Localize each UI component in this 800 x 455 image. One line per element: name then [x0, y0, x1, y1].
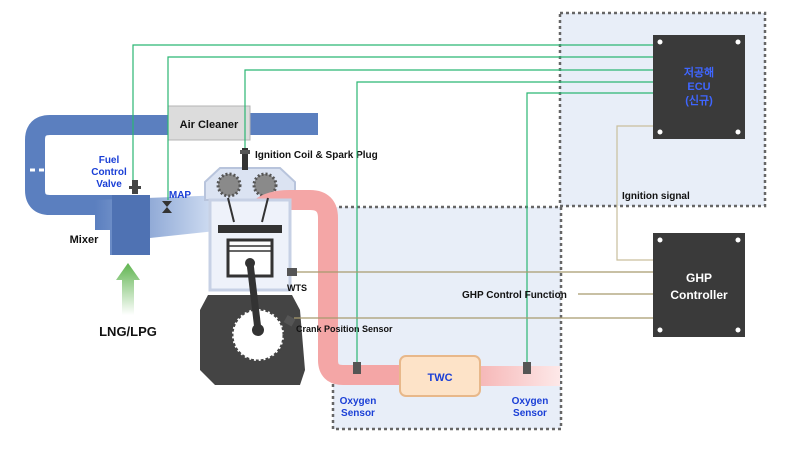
- ignition-coil: [242, 148, 248, 170]
- ghp-control-lines: [294, 271, 653, 319]
- air-cleaner-outlet-pipe: [250, 113, 318, 135]
- fuel-control-valve: [129, 180, 141, 194]
- exhaust-outlet: [480, 366, 560, 386]
- cam-gear-left: [216, 172, 242, 198]
- oxygen-sensor-1: [353, 362, 361, 374]
- signal-line-ignition: [244, 69, 655, 148]
- signal-line-fuel-valve: [132, 44, 655, 180]
- ecu-signal-lines: [132, 44, 655, 362]
- crank-sensor-label: Crank Position Sensor: [296, 324, 393, 334]
- ghp-control-function-label: GHP Control Function: [462, 290, 567, 301]
- mixer-label: Mixer: [70, 234, 99, 246]
- map-label: MAP: [169, 190, 192, 201]
- intake-valve-stem: [227, 197, 235, 223]
- oxygen-sensor-1-label-1: Oxygen: [340, 396, 377, 407]
- oxygen-sensor-2-label-1: Oxygen: [512, 396, 549, 407]
- intake-loop-pipe: [25, 115, 170, 215]
- ghp-screw-tl: [657, 237, 663, 243]
- ignition-signal-label: Ignition signal: [622, 191, 690, 202]
- connecting-rod: [246, 262, 262, 331]
- crank-pin: [252, 324, 264, 336]
- fuel-valve-label-1: Fuel: [99, 155, 120, 166]
- fuel-supply-arrow: [116, 263, 140, 315]
- fuel-valve-label-2: Control: [91, 167, 127, 178]
- wts-sensor: [287, 268, 297, 276]
- ecu-screw-bl: [657, 129, 663, 135]
- combustion-chamber: [218, 225, 282, 233]
- fuel-valve-label-3: Valve: [96, 179, 122, 190]
- ecu-screw-tl: [657, 39, 663, 45]
- ignition-coil-label: Ignition Coil & Spark Plug: [255, 150, 378, 161]
- ecu-box: [653, 35, 745, 139]
- oxygen-sensor-2-label-2: Sensor: [513, 408, 547, 419]
- oxygen-sensor-1-label-2: Sensor: [341, 408, 375, 419]
- ghp-screw-bl: [657, 327, 663, 333]
- map-sensor: [162, 201, 172, 213]
- exhaust-valve-stem: [261, 197, 269, 223]
- ecu-screw-tr: [735, 39, 741, 45]
- ghp-controller-box: [653, 233, 745, 337]
- ignition-coil-cap: [240, 150, 250, 154]
- air-cleaner-label: Air Cleaner: [180, 119, 239, 131]
- ghp-screw-tr: [735, 237, 741, 243]
- signal-line-map: [167, 56, 655, 200]
- ghp-controller-label-2: Controller: [670, 288, 728, 302]
- ecu-screw-br: [735, 129, 741, 135]
- twc-label: TWC: [427, 372, 452, 384]
- fuel-source-label: LNG/LPG: [99, 324, 157, 339]
- ghp-controller-label-1: GHP: [686, 271, 712, 285]
- ecu-label-2: ECU: [687, 81, 710, 93]
- mixer-block: [112, 195, 150, 255]
- ghp-screw-br: [735, 327, 741, 333]
- ecu-label-1: 저공해: [684, 65, 714, 79]
- wts-label: WTS: [287, 283, 307, 293]
- signal-line-oxygen-1: [356, 81, 655, 362]
- oxygen-sensor-2: [523, 362, 531, 374]
- ignition-signal-line: [616, 125, 653, 261]
- twc-converter: [399, 355, 481, 397]
- ecu-label-3: (신규): [685, 93, 713, 107]
- crank-sensor: [283, 315, 296, 327]
